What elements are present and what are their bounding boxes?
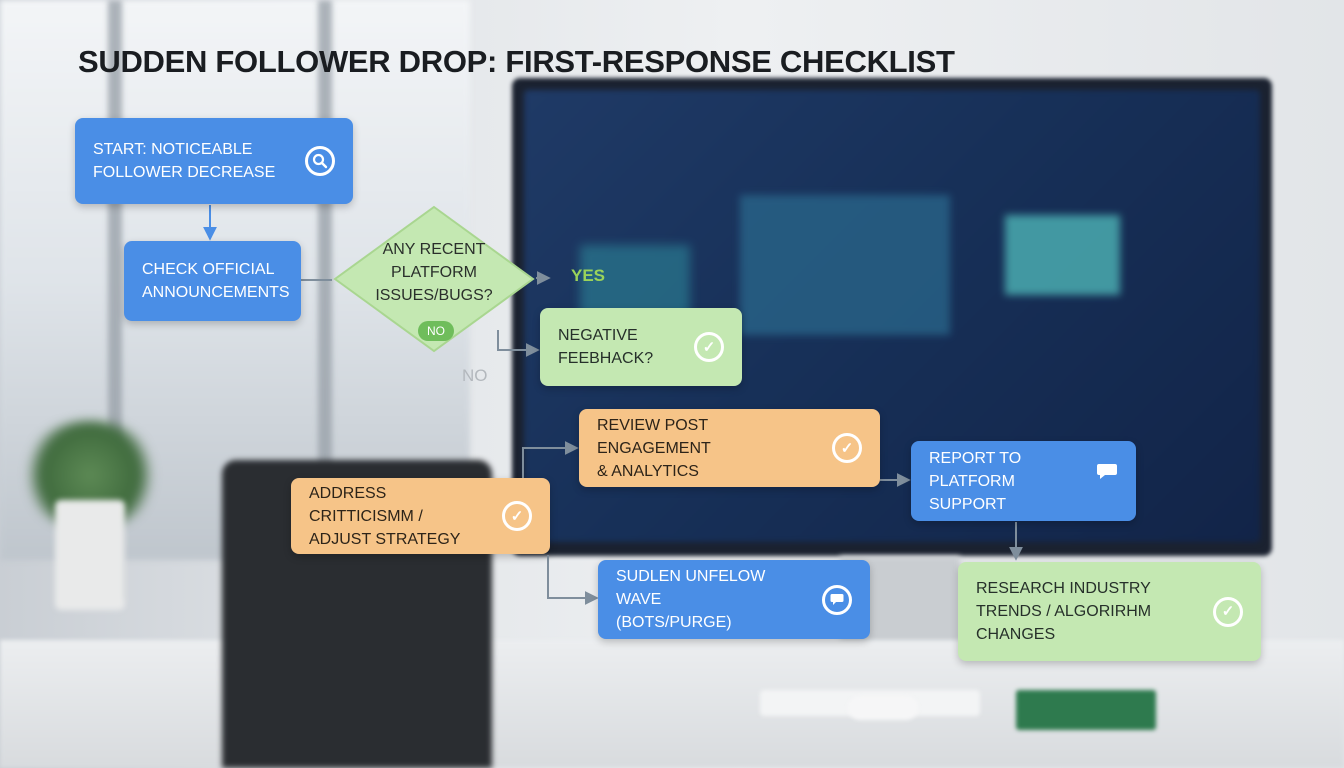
node-start: START: NOTICEABLE FOLLOWER DECREASE	[75, 118, 353, 204]
chat-bubble-icon	[1096, 462, 1118, 487]
node-research-trends: RESEARCH INDUSTRY TRENDS / ALGORIRHM CHA…	[958, 562, 1261, 661]
node-negative-feedback: NEGATIVE FEEBHACK? ✓	[540, 308, 742, 386]
node-label: RESEARCH INDUSTRY TRENDS / ALGORIRHM CHA…	[976, 580, 1152, 643]
screen-chart	[1005, 215, 1120, 295]
node-label: ADDRESS CRITTICISMM / ADJUST STRATEGY	[309, 484, 461, 548]
check-circle-icon: ✓	[502, 501, 532, 531]
decision-label: ANY RECENT PLATFORM ISSUES/BUGS?	[375, 241, 493, 304]
search-icon	[305, 146, 335, 176]
book	[1016, 690, 1156, 730]
node-label: REVIEW POST ENGAGEMENT & ANALYTICS	[597, 416, 711, 480]
node-report-support: REPORT TO PLATFORM SUPPORT	[911, 441, 1136, 521]
decision-diamond-shape	[333, 205, 535, 353]
node-label: REPORT TO PLATFORM SUPPORT	[929, 449, 1022, 513]
decision-yes-label: YES	[571, 266, 606, 285]
check-circle-icon: ✓	[1213, 596, 1243, 627]
node-check-announcements: CHECK OFFICIAL ANNOUNCEMENTS	[124, 241, 301, 321]
decision-no-label: NO	[462, 366, 488, 385]
check-circle-icon: ✓	[694, 332, 724, 362]
node-address-criticism: ADDRESS CRITTICISMM / ADJUST STRATEGY ✓	[291, 478, 550, 554]
node-unfollow-wave: SUDLEN UNFELOW WAVE (BOTS/PURGE)	[598, 560, 870, 639]
mouse	[848, 696, 918, 720]
node-review-engagement: REVIEW POST ENGAGEMENT & ANALYTICS ✓	[579, 409, 880, 487]
node-label: SUDLEN UNFELOW WAVE (BOTS/PURGE)	[616, 568, 766, 631]
check-circle-icon: ✓	[832, 433, 862, 463]
decision-no-pill: NO	[418, 321, 454, 341]
node-label: START: NOTICEABLE FOLLOWER DECREASE	[93, 141, 276, 181]
chat-bubble-icon	[822, 584, 852, 615]
node-decision: ANY RECENT PLATFORM ISSUES/BUGS?	[332, 204, 536, 354]
node-label: CHECK OFFICIAL ANNOUNCEMENTS	[142, 261, 290, 301]
plant-pot	[55, 500, 125, 610]
screen-chart	[740, 195, 950, 335]
node-label: NEGATIVE FEEBHACK?	[558, 327, 654, 367]
diagram-title: SUDDEN FOLLOWER DROP: FIRST-RESPONSE CHE…	[78, 44, 955, 79]
